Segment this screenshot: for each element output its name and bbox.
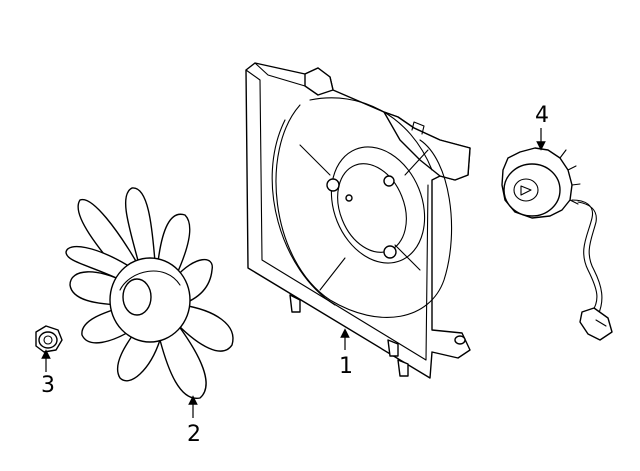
callout-2-label: 2 [187,422,201,447]
callout-4-label: 4 [535,103,549,128]
fan-blade-part-2 [65,187,234,399]
callout-1-label: 1 [339,354,353,379]
callout-3-label: 3 [41,373,55,398]
fan-shroud-part-1 [245,62,471,379]
fan-motor-part-4 [501,147,613,341]
nut-part-3 [35,325,63,353]
